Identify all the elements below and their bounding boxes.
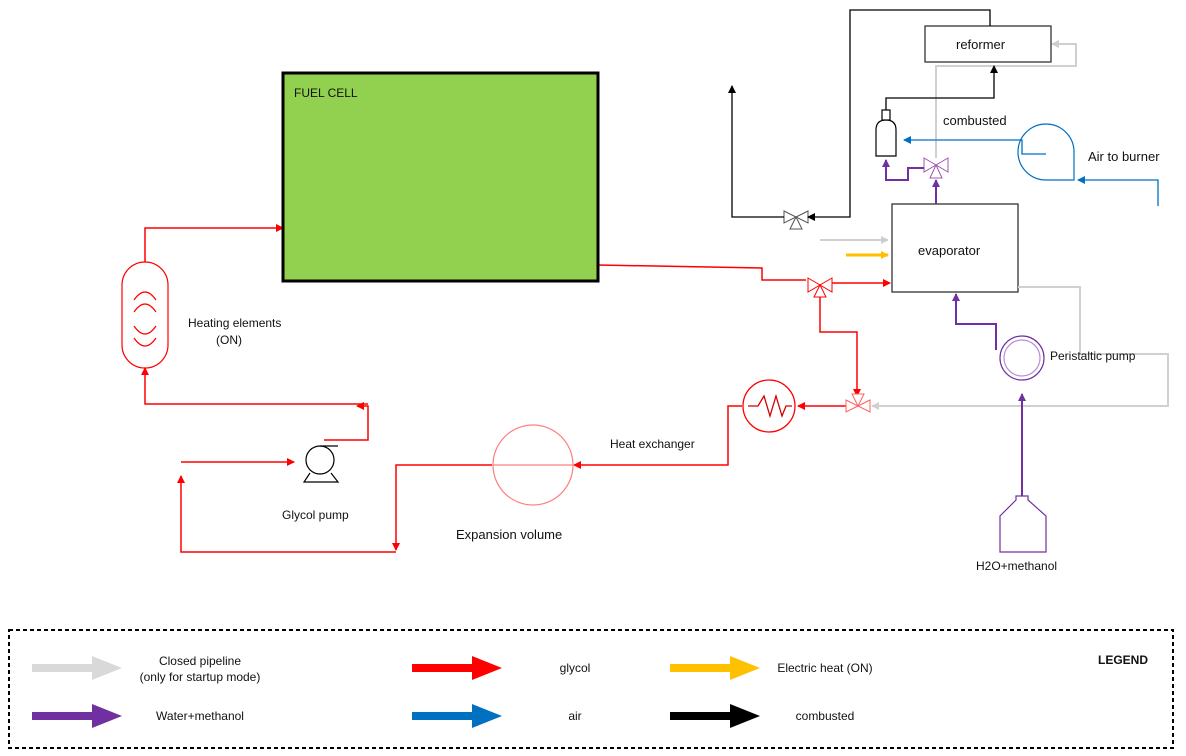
expansion-volume-label: Expansion volume xyxy=(456,527,562,542)
legend-swatch-head xyxy=(730,704,760,728)
heat-exchanger-label: Heat exchanger xyxy=(610,437,695,451)
evaporator-label: evaporator xyxy=(918,243,981,258)
expansion-volume xyxy=(492,424,574,506)
legend-label: Electric heat (ON) xyxy=(777,661,872,675)
legend-label: Closed pipeline xyxy=(159,654,241,668)
reformer xyxy=(924,25,1052,63)
burner xyxy=(875,109,897,157)
legend-swatch-shaft xyxy=(670,664,730,672)
valve-combusted xyxy=(783,210,809,230)
legend-swatch-shaft xyxy=(32,712,92,720)
heat-exchanger xyxy=(742,379,796,433)
heating-elements-label: Heating elements xyxy=(188,316,281,330)
legend-label: Water+methanol xyxy=(156,709,244,723)
glycol-pump-label: Glycol pump xyxy=(282,508,349,522)
peristaltic-pump-label: Peristaltic pump xyxy=(1050,349,1136,363)
legend-label-sub: (only for startup mode) xyxy=(140,670,261,684)
glycol-pump xyxy=(302,445,340,483)
combusted-lines xyxy=(728,9,998,221)
heating-elements xyxy=(121,261,169,369)
legend-swatch-head xyxy=(472,656,502,680)
valve-evaporator-top xyxy=(923,157,949,179)
legend-swatch-shaft xyxy=(32,664,92,672)
closed-pipelines xyxy=(820,40,1169,410)
legend-swatch-head xyxy=(92,704,122,728)
legend-swatch-shaft xyxy=(412,664,472,672)
legend-swatch-shaft xyxy=(670,712,730,720)
evaporator xyxy=(891,203,1019,293)
fuel-cell xyxy=(281,71,600,283)
legend-title: LEGEND xyxy=(1098,653,1148,667)
tank-label: H2O+methanol xyxy=(976,559,1057,573)
legend-swatch-head xyxy=(730,656,760,680)
heating-elements-state: (ON) xyxy=(216,333,242,347)
combusted-label: combusted xyxy=(943,113,1007,128)
legend-label: combusted xyxy=(796,709,855,723)
legend-swatch-head xyxy=(92,656,122,680)
legend-box xyxy=(8,629,1174,749)
legend-items: Closed pipeline (only for startup mode) gl… xyxy=(32,654,873,728)
legend-swatch-head xyxy=(472,704,502,728)
glycol-loop xyxy=(141,224,891,553)
reformer-label: reformer xyxy=(956,37,1006,52)
methanol-tank xyxy=(999,495,1047,553)
water-methanol-lines xyxy=(882,159,1026,496)
valve-return xyxy=(845,393,871,413)
fuel-cell-label: FUEL CELL xyxy=(294,86,358,100)
legend-label: glycol xyxy=(560,661,591,675)
air-to-burner-label: Air to burner xyxy=(1088,149,1160,164)
legend-swatch-shaft xyxy=(412,712,472,720)
air-blower xyxy=(1017,123,1075,181)
valve-glycol-split xyxy=(807,277,833,298)
legend-label: air xyxy=(568,709,581,723)
peristaltic-pump xyxy=(999,335,1045,381)
air-lines xyxy=(903,136,1159,206)
